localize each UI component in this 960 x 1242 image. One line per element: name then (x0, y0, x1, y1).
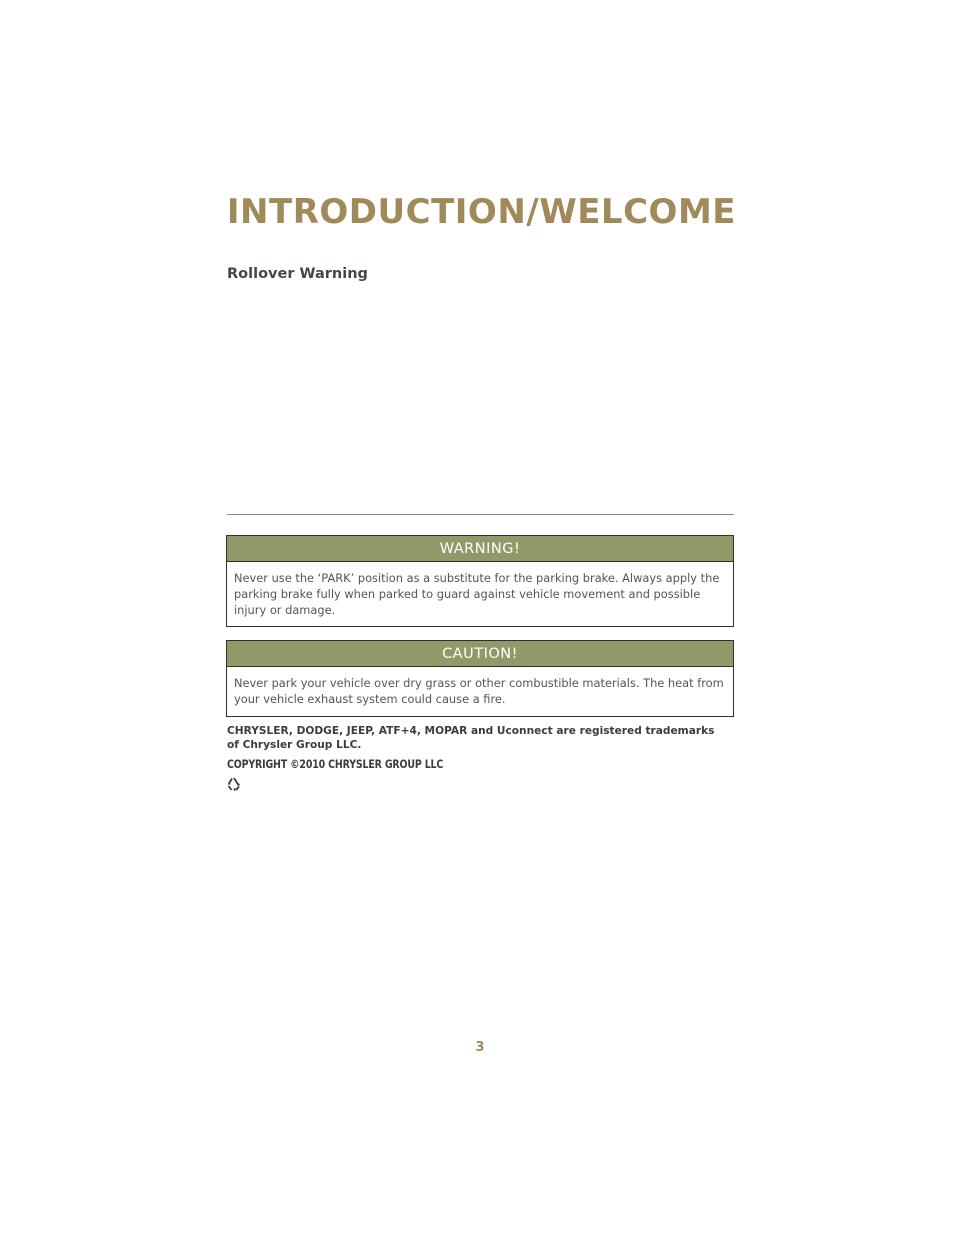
caution-header: CAUTION! (227, 641, 733, 667)
caution-box: CAUTION! Never park your vehicle over dr… (226, 640, 734, 717)
warning-header: WARNING! (227, 536, 733, 562)
copyright-notice: COPYRIGHT ©2010 CHRYSLER GROUP LLC (227, 757, 444, 771)
trademark-notice: CHRYSLER, DODGE, JEEP, ATF+4, MOPAR and … (227, 725, 715, 751)
divider-rule (227, 514, 734, 515)
caution-text: Never park your vehicle over dry grass o… (234, 676, 724, 706)
rollover-warning-heading: Rollover Warning (227, 266, 368, 282)
warning-box: WARNING! Never use the ‘PARK’ position a… (226, 535, 734, 627)
warning-text: Never use the ‘PARK’ position as a subst… (234, 571, 720, 617)
recycle-icon (227, 777, 241, 792)
section-title: INTRODUCTION/WELCOME (226, 192, 736, 232)
page-number: 3 (475, 1040, 485, 1055)
